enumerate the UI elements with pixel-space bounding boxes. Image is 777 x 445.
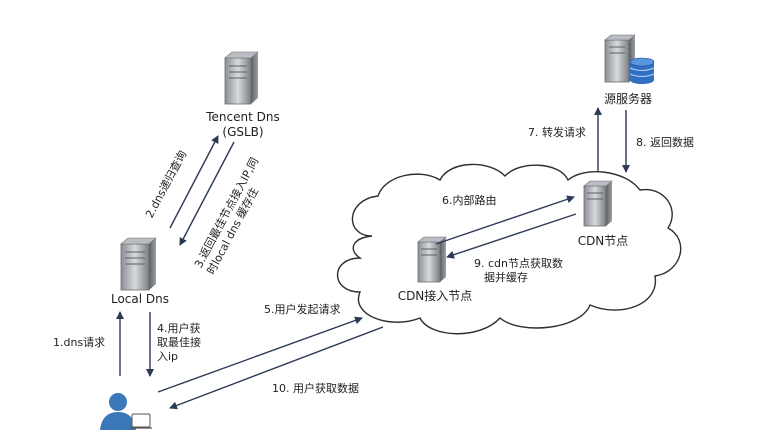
step-4-line2: 取最佳接 — [157, 336, 201, 349]
cdn-node-label: CDN节点 — [577, 234, 629, 248]
tencent-dns-label: Tencent Dns (GSLB) — [198, 110, 288, 140]
step-7-label: 7. 转发请求 — [528, 126, 586, 139]
cdn-access-node-server-icon — [417, 236, 447, 283]
local-dns-label: Local Dns — [110, 292, 169, 306]
cdn-node-server-icon — [583, 180, 613, 227]
step-8-label: 8. 返回数据 — [636, 136, 694, 149]
tencent-dns-gslb: (GSLB) — [222, 125, 264, 139]
step-4-line1: 4.用户获 — [157, 322, 201, 335]
step-9-line1: 9. cdn节点获取数 — [474, 257, 563, 270]
step-4-label: 4.用户获 取最佳接 入ip — [157, 322, 201, 364]
local-dns-server-icon — [120, 237, 157, 291]
tencent-dns-server-icon — [224, 51, 259, 105]
cdn-cloud — [336, 163, 682, 335]
tencent-dns-name: Tencent Dns — [206, 110, 280, 124]
arrow-3 — [179, 141, 235, 246]
user-icon — [100, 393, 152, 430]
step-9-line2: 据并缓存 — [484, 271, 528, 284]
arrow-9 — [446, 213, 577, 259]
database-icon — [629, 57, 655, 84]
step-10-label: 10. 用户获取数据 — [272, 382, 359, 395]
arrow-10 — [169, 326, 384, 410]
step-4-line3: 入ip — [157, 350, 179, 363]
arrow-6 — [435, 195, 575, 245]
cdn-access-node-label: CDN接入节点 — [397, 289, 473, 303]
step-5-label: 5.用户发起请求 — [264, 303, 341, 316]
step-6-label: 6.内部路由 — [442, 194, 497, 207]
step-9-label: 9. cdn节点获取数 据并缓存 — [474, 257, 563, 285]
origin-server-label: 源服务器 — [603, 92, 652, 106]
origin-server-icon — [604, 34, 636, 83]
step-1-label: 1.dns请求 — [53, 336, 106, 349]
arrow-5 — [157, 316, 363, 393]
arrow-2 — [169, 135, 219, 229]
